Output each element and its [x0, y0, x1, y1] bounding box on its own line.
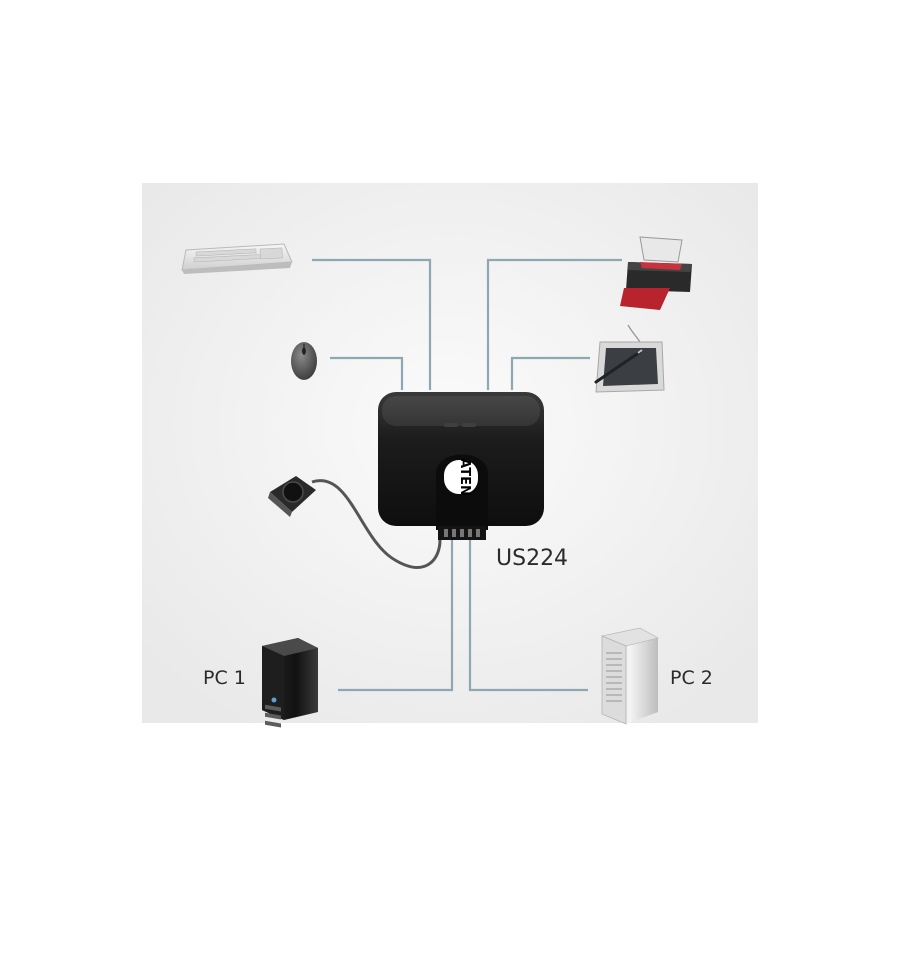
- keyboard-connector-line: [312, 258, 432, 390]
- aten-logo: ATEN: [457, 458, 472, 496]
- device-label: US224: [496, 546, 568, 571]
- pc2-label: PC 2: [670, 667, 713, 689]
- drawing-tablet-icon: [594, 324, 665, 393]
- printer-icon: [620, 236, 692, 310]
- pc1-label: PC 1: [203, 667, 246, 689]
- us224-device: [378, 392, 544, 540]
- led-indicator-2: [462, 423, 476, 427]
- keyboard-icon: [181, 243, 293, 274]
- remote-cable: [311, 479, 442, 569]
- tower-pc-silver-icon: [600, 627, 660, 725]
- pc2-connector-line: [468, 540, 588, 692]
- mouse-connector-line: [330, 356, 404, 390]
- printer-connector-line: [486, 258, 622, 390]
- remote-switch-icon: [268, 476, 316, 517]
- connector-lines: [312, 258, 622, 692]
- tower-pc-black-icon: [262, 638, 318, 728]
- pc1-connector-line: [338, 540, 454, 692]
- mouse-icon: [291, 342, 317, 380]
- led-indicator-1: [444, 423, 458, 427]
- tablet-connector-line: [510, 356, 590, 390]
